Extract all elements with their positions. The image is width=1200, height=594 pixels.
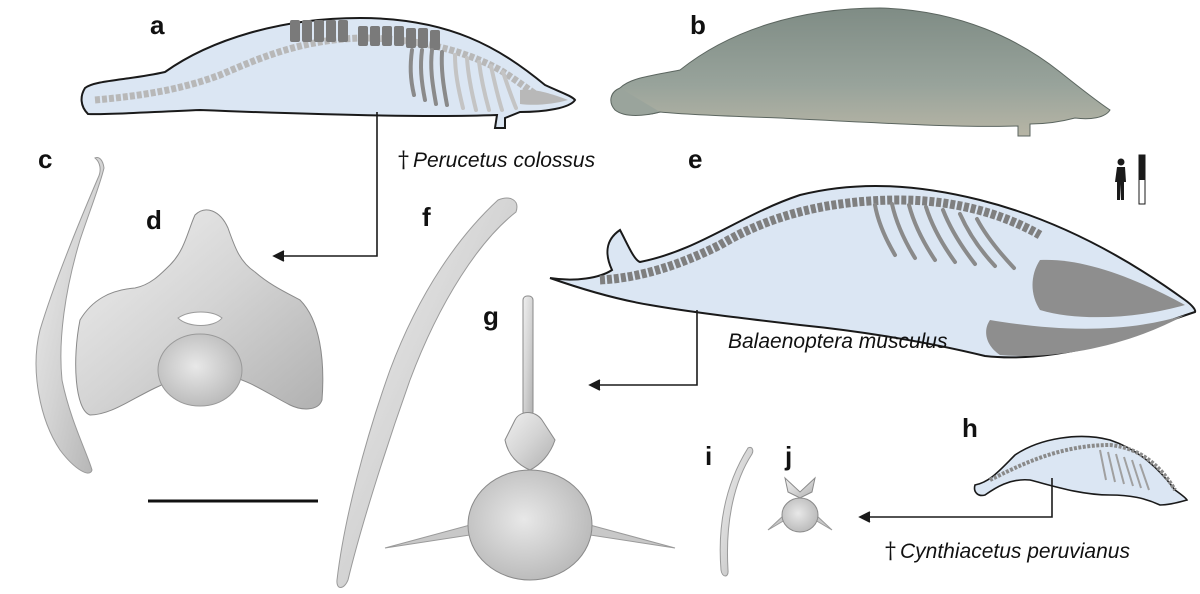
blue-whale-skull [1032,259,1185,318]
extinct-dagger: † [398,148,409,173]
panel-label-b: b [690,10,706,40]
vertebra-j: j [767,441,833,533]
perucetus-preserved-vertebrae [290,20,440,50]
perucetus-life-reconstruction: b [610,7,1111,137]
perucetus-body-outline [80,16,577,129]
rib-bone-c: c [35,144,105,474]
extinct-dagger-2: † [885,539,896,564]
cynthiacetus-label-text: †Cynthiacetus peruvianus [885,539,1130,564]
whale-fluke [610,87,661,116]
perucetus-label-text: †Perucetus colossus [398,148,596,173]
vertebra-g: g [384,295,676,581]
perucetus-species-label: †Perucetus colossus [398,148,596,173]
blue-whale-spine [599,195,1043,285]
scale-bar-icon [1138,154,1146,205]
blue-whale-reconstruction: e [549,144,1197,359]
panel-label-g: g [483,301,499,331]
vertebra-d: d [75,205,324,416]
perucetus-reconstruction: a [80,10,577,129]
panel-label-e: e [688,144,702,174]
arrow-a-to-d [272,112,378,262]
panel-label-d: d [146,205,162,235]
blue-whale-jaw [986,315,1185,356]
panel-label-c: c [38,144,52,174]
panel-label-h: h [962,413,978,443]
panel-label-i: i [705,441,712,471]
whale-body [615,7,1111,137]
blue-whale-ribs [873,202,1016,270]
arrow-e-to-g [588,310,698,391]
panel-label-a: a [150,10,165,40]
panel-label-j: j [784,441,792,471]
rib-bone-f: f [336,197,518,588]
perucetus-ribs-light [453,53,518,112]
rib-bone-i: i [705,441,754,577]
cynthiacetus-reconstruction: h [962,413,1189,506]
balaenoptera-name: Balaenoptera musculus [728,330,948,353]
cynthiacetus-ribs [1099,449,1150,491]
perucetus-ribs [408,48,449,107]
panel-label-f: f [422,202,431,232]
cynthiacetus-body-outline [973,435,1189,506]
cynthiacetus-name: Cynthiacetus peruvianus [900,540,1130,563]
perucetus-skull [520,89,568,105]
human-scale [1115,154,1146,205]
perucetus-name: Perucetus colossus [413,149,596,172]
human-silhouette-icon [1115,158,1126,200]
arrow-h-to-j [858,478,1053,523]
